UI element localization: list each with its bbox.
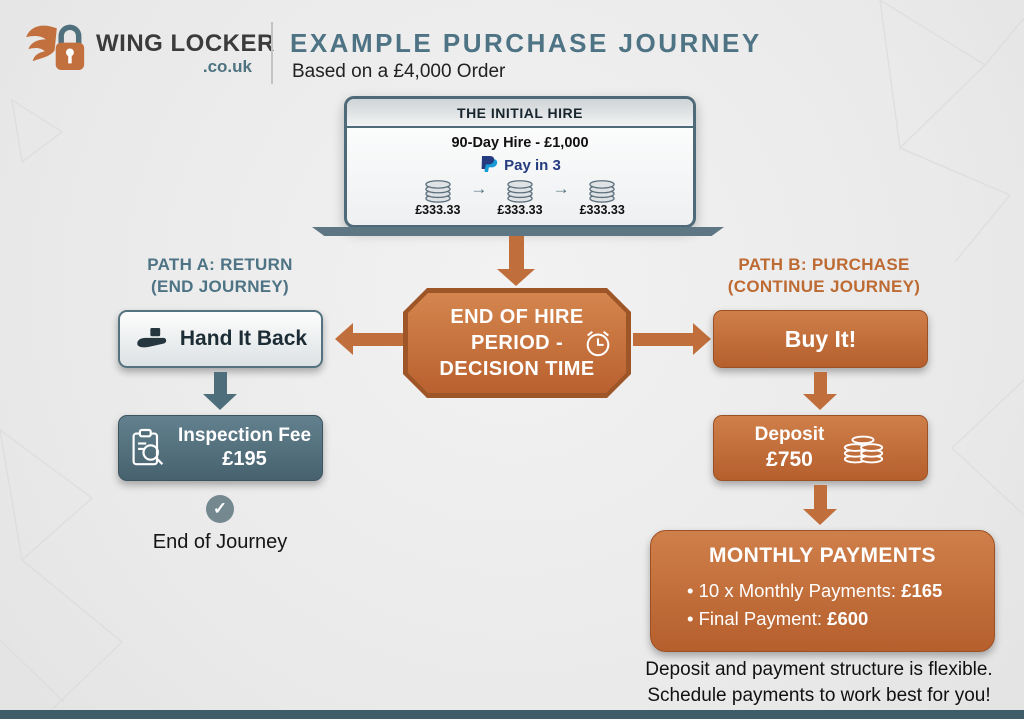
initial-hire-title: THE INITIAL HIRE	[347, 99, 693, 128]
coin-stack-icon	[507, 180, 533, 203]
monthly-item-1-text: • 10 x Monthly Payments:	[687, 580, 902, 601]
deposit-value: £750	[766, 447, 813, 471]
payment-3: £333.33	[580, 177, 625, 217]
flexible-payment-footnote: Deposit and payment structure is flexibl…	[618, 657, 1020, 708]
path-b-heading-line1: PATH B: PURCHASE	[738, 255, 910, 274]
monthly-item-2-value: £600	[827, 607, 869, 629]
hand-it-back-label: Hand It Back	[179, 327, 308, 350]
paypal-pay-in-3-label: Pay in 3	[504, 156, 561, 174]
paypal-row: Pay in 3	[347, 154, 693, 176]
monthly-payment-item: • Final Payment: £600	[687, 605, 994, 633]
initial-hire-box: THE INITIAL HIRE 90-Day Hire - £1,000 Pa…	[344, 96, 696, 228]
path-a-heading: PATH A: RETURN (END JOURNEY)	[95, 254, 345, 298]
coin-pile-icon	[844, 435, 884, 463]
arrow-down-to-inspection	[203, 372, 237, 410]
monthly-payments-box: MONTHLY PAYMENTS • 10 x Monthly Payments…	[650, 530, 995, 652]
brand-domain: .co.uk	[202, 57, 252, 76]
page-subtitle: Based on a £4,000 Order	[292, 61, 506, 82]
deposit-box: Deposit £750	[713, 415, 928, 481]
decision-line-1: END OF HIRE	[450, 306, 584, 328]
page-title: EXAMPLE PURCHASE JOURNEY	[290, 28, 762, 58]
monthly-payment-item: • 10 x Monthly Payments: £165	[687, 577, 994, 605]
arrow-down-to-deposit	[803, 372, 837, 410]
payment-1-amount: £333.33	[415, 203, 461, 217]
inspection-fee-label: Inspection Fee	[177, 424, 312, 446]
arrow-right-to-path-b	[633, 323, 711, 355]
decision-line-3: DECISION TIME	[439, 358, 595, 380]
paypal-icon	[481, 156, 498, 172]
arrow-left-to-path-a	[335, 323, 403, 355]
monthly-item-2-text: • Final Payment:	[687, 607, 828, 629]
wing-locker-logo-icon	[26, 24, 85, 70]
alarm-clock-icon	[583, 328, 613, 358]
monthly-payments-list: • 10 x Monthly Payments: £165 • Final Pa…	[651, 577, 994, 633]
path-b-heading-line2: (CONTINUE JOURNEY)	[727, 277, 921, 297]
payment-2: £333.33	[497, 177, 543, 217]
bottom-accent-bar	[0, 710, 1024, 719]
path-a-heading-line1: PATH A: RETURN	[147, 255, 293, 274]
check-icon: ✓	[206, 495, 234, 523]
deposit-label: Deposit	[754, 424, 825, 445]
end-of-journey-label: End of Journey	[152, 531, 288, 553]
hand-it-back-button: Hand It Back	[118, 310, 323, 368]
arrow-down-to-decision	[497, 236, 535, 286]
buy-it-button: Buy It!	[713, 310, 928, 368]
monthly-payments-title: MONTHLY PAYMENTS	[709, 544, 936, 567]
footnote-line-2: Schedule payments to work best for you!	[647, 684, 991, 706]
brand-name: WING LOCKER	[96, 30, 275, 57]
decision-node: END OF HIRE PERIOD - DECISION TIME	[403, 288, 631, 398]
footnote-line-1: Deposit and payment structure is flexibl…	[645, 659, 993, 680]
hire-amount-line: 90-Day Hire - £1,000	[451, 135, 589, 151]
inspection-fee-value: £195	[222, 448, 267, 471]
decision-line-2: PERIOD -	[470, 332, 564, 354]
monthly-item-1-value: £165	[901, 580, 943, 601]
path-b-heading: PATH B: PURCHASE (CONTINUE JOURNEY)	[692, 254, 956, 298]
payment-3-amount: £333.33	[579, 203, 625, 217]
header-divider	[271, 22, 273, 84]
hand-icon	[137, 327, 167, 347]
clipboard-magnifier-icon	[132, 428, 164, 466]
payment-2-amount: £333.33	[497, 203, 543, 217]
path-a-heading-line2: (END JOURNEY)	[150, 277, 290, 297]
inspection-fee-box: Inspection Fee £195	[118, 415, 323, 481]
arrow-down-to-monthly	[803, 485, 837, 525]
coin-stack-icon	[425, 180, 451, 203]
arrow-right-icon: →	[470, 179, 488, 198]
arrow-right-icon: →	[552, 179, 570, 198]
payment-schedule-row: £333.33 → £333.33 →	[347, 177, 693, 217]
buy-it-label: Buy It!	[784, 325, 857, 352]
coin-stack-icon	[589, 180, 615, 203]
hire-box-pedestal	[312, 227, 724, 236]
payment-1: £333.33	[415, 177, 460, 217]
